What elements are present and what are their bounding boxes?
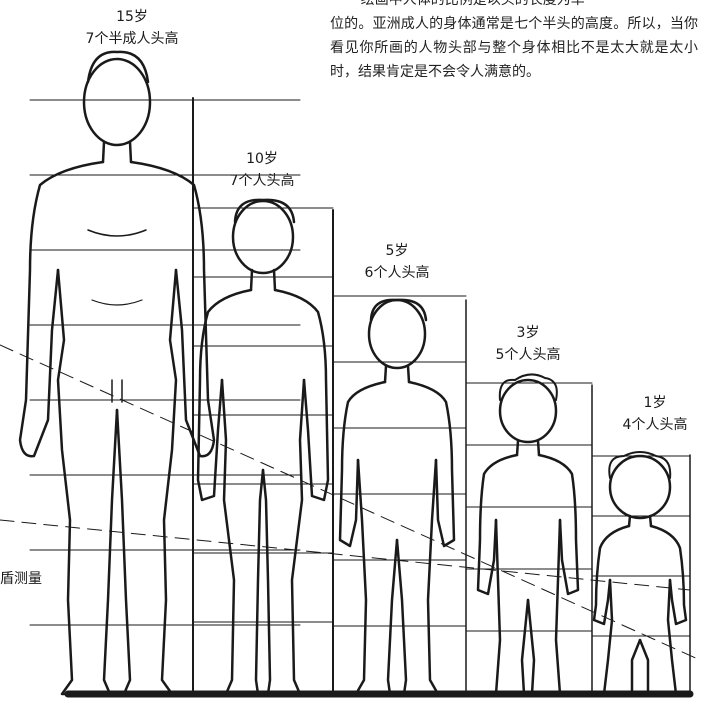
figure-5 bbox=[338, 298, 456, 696]
grid-5 bbox=[332, 295, 467, 627]
label-3-age: 3岁 bbox=[516, 325, 540, 341]
figure-1 bbox=[592, 451, 688, 696]
label-10-age: 10岁 bbox=[246, 151, 278, 167]
label-3-heads: 5个人头高 bbox=[495, 347, 561, 363]
label-15-age: 15岁 bbox=[116, 9, 148, 25]
figure-15 bbox=[18, 50, 216, 696]
figure-10 bbox=[196, 198, 330, 696]
grid-10 bbox=[192, 207, 334, 623]
paragraph-body: 位的。亚洲成人的身体通常是七个半头的高度。所以，当你看见你所画的人物头部与整个身… bbox=[330, 16, 698, 80]
label-15: 15岁 7个半成人头高 bbox=[60, 6, 204, 50]
label-1-age: 1岁 bbox=[643, 395, 667, 411]
label-5-heads: 6个人头高 bbox=[364, 265, 430, 281]
label-1: 1岁 4个人头高 bbox=[610, 392, 700, 436]
label-10-heads: 7个人头高 bbox=[229, 173, 295, 189]
explanation-paragraph: 绘画中人体的比例是以头的长度为单 位的。亚洲成人的身体通常是七个半头的高度。所以… bbox=[330, 0, 698, 84]
figure-3 bbox=[476, 373, 580, 696]
label-5-age: 5岁 bbox=[385, 243, 409, 259]
diagonal-guide bbox=[0, 344, 701, 661]
label-5: 5岁 6个人头高 bbox=[352, 240, 442, 284]
label-10: 10岁 7个人头高 bbox=[212, 148, 312, 192]
label-1-heads: 4个人头高 bbox=[622, 417, 688, 433]
side-note: 盾测量 bbox=[0, 571, 42, 587]
diagonal-guide-2 bbox=[0, 519, 691, 591]
label-3: 3岁 5个人头高 bbox=[483, 322, 573, 366]
label-15-heads: 7个半成人头高 bbox=[85, 31, 179, 47]
grid-1 bbox=[591, 455, 691, 637]
paragraph-first-line: 绘画中人体的比例是以头的长度为单 bbox=[360, 0, 585, 8]
